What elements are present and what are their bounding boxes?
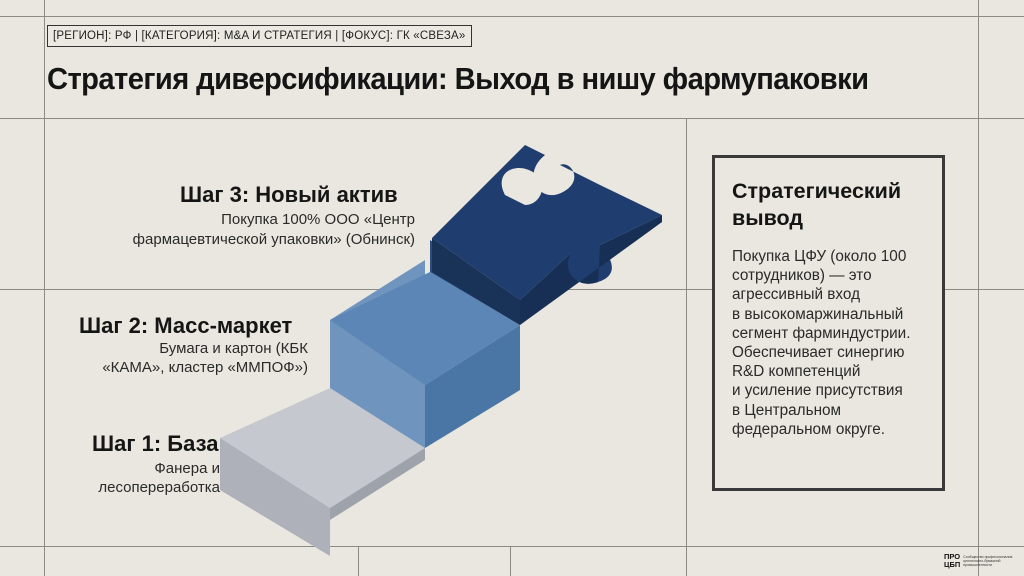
tag-line: [РЕГИОН]: РФ | [КАТЕГОРИЯ]: M&A И СТРАТЕ…: [47, 25, 472, 47]
step2-top: [330, 272, 520, 385]
step3-desc-line1: Покупка 100% ООО «Центр: [221, 211, 415, 228]
brand-logo: ПРО ЦБП Сообщество профессионалов целлюл…: [944, 553, 1023, 569]
step1-front: [220, 438, 330, 556]
conclusion-line: в Центральном: [732, 401, 842, 419]
step3-puzzle-side: [432, 238, 520, 325]
logo-mark-line1: ПРО: [944, 552, 961, 561]
step2-side: [425, 325, 520, 448]
step2-desc-line2: «КАМА», кластер «ММПОФ»): [102, 359, 308, 376]
step1-title: Шаг 1: База: [92, 431, 219, 456]
step3-puzzle-edge: [520, 215, 662, 325]
conclusion-title: Стратегический вывод: [732, 178, 932, 232]
step1-desc-line2: лесопереработка: [98, 479, 220, 496]
step2-desc-line1: Бумага и картон (КБК: [159, 340, 308, 357]
conclusion-text: Покупка ЦФУ (около 100 сотрудников) — эт…: [732, 247, 937, 439]
step1-desc-line1: Фанера и: [154, 460, 220, 477]
conclusion-title-line1: Стратегический: [732, 179, 902, 203]
step1-top: [220, 388, 425, 508]
conclusion-box: [712, 155, 945, 491]
conclusion-line: сегмент фарминдустрии.: [732, 324, 911, 342]
step3-puzzle-knob: [501, 167, 543, 205]
conclusion-line: в высокомаржинальный: [732, 305, 904, 323]
conclusion-line: Покупка ЦФУ (около 100: [732, 248, 907, 265]
logo-mark-line2: ЦБП: [944, 560, 961, 569]
step2-title: Шаг 2: Масс-маркет: [79, 313, 293, 338]
conclusion-line: и усиление присутствия: [732, 382, 903, 400]
step3-title: Шаг 3: Новый актив: [180, 182, 398, 207]
conclusion-line: Обеспечивает синергию: [732, 344, 905, 362]
conclusion-title-line2: вывод: [732, 206, 804, 230]
step3-desc-line2: фармацевтической упаковки» (Обнинск): [132, 231, 415, 248]
conclusion-line: федеральном округе.: [732, 420, 886, 438]
logo-mark: ПРО ЦБП: [944, 553, 960, 569]
page-title: Стратегия диверсификации: Выход в нишу ф…: [47, 62, 869, 96]
conclusion-line: агрессивный вход: [732, 286, 861, 304]
conclusion-line: сотрудников) — это: [732, 267, 872, 285]
step1-riser: [330, 448, 425, 520]
logo-caption: Сообщество профессионалов целлюлозно-бум…: [963, 555, 1013, 567]
conclusion-line: R&D компетенций: [732, 363, 861, 381]
